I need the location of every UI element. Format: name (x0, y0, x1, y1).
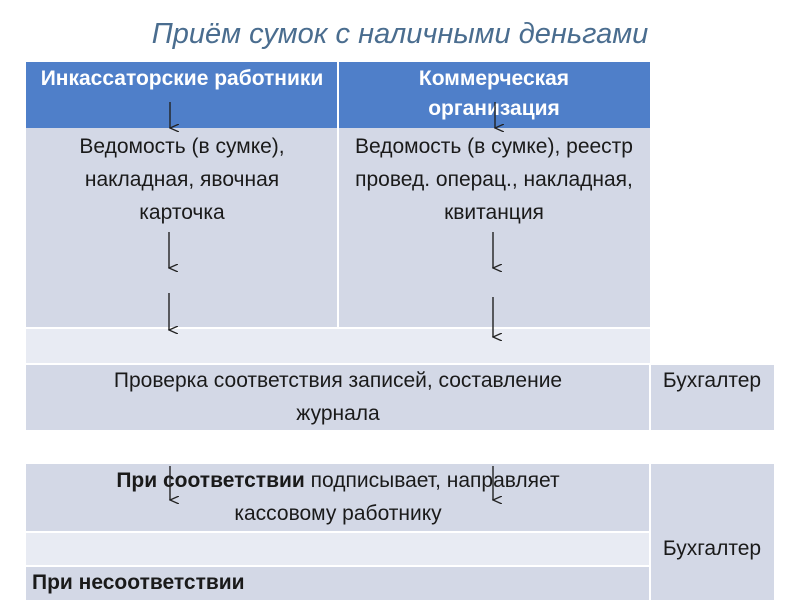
outcome-role-cell: Бухгалтер (650, 464, 774, 600)
header-organization: Коммерческая организация (338, 62, 650, 128)
mismatch-text: При несоответствии (32, 571, 245, 594)
header-collectors: Инкассаторские работники (26, 62, 338, 128)
divider (337, 62, 339, 328)
divider (26, 363, 774, 365)
divider (26, 565, 650, 567)
divider (26, 327, 650, 329)
header-organization-label: Коммерческая организация (418, 67, 570, 120)
match-cell: При соответствии подписывает, направляет… (26, 464, 650, 532)
outcome-spacer (26, 532, 650, 566)
documents-collectors: Ведомость (в сумке), накладная, явочная … (26, 128, 338, 328)
spacer-row (26, 328, 650, 364)
match-rest: подписывает, направляет кассовому работн… (234, 469, 560, 525)
check-cell: Проверка соответствия записей, составлен… (26, 364, 650, 430)
outcome-role: Бухгалтер (662, 537, 762, 560)
check-role-cell: Бухгалтер (650, 364, 774, 430)
documents-collectors-text: Ведомость (в сумке), накладная, явочная … (79, 135, 285, 224)
check-role: Бухгалтер (662, 369, 762, 392)
match-bold: При соответствии (116, 469, 305, 492)
documents-organization: Ведомость (в сумке), реестр провед. опер… (338, 128, 650, 328)
page-title: Приём сумок с наличными деньгами (151, 18, 649, 50)
documents-organization-text: Ведомость (в сумке), реестр провед. опер… (355, 135, 633, 224)
divider (649, 464, 651, 600)
header-collectors-label: Инкассаторские работники (40, 67, 324, 90)
mismatch-cell: При несоответствии (26, 566, 650, 600)
divider (649, 364, 651, 430)
check-text: Проверка соответствия записей, составлен… (113, 369, 563, 425)
divider (26, 531, 650, 533)
